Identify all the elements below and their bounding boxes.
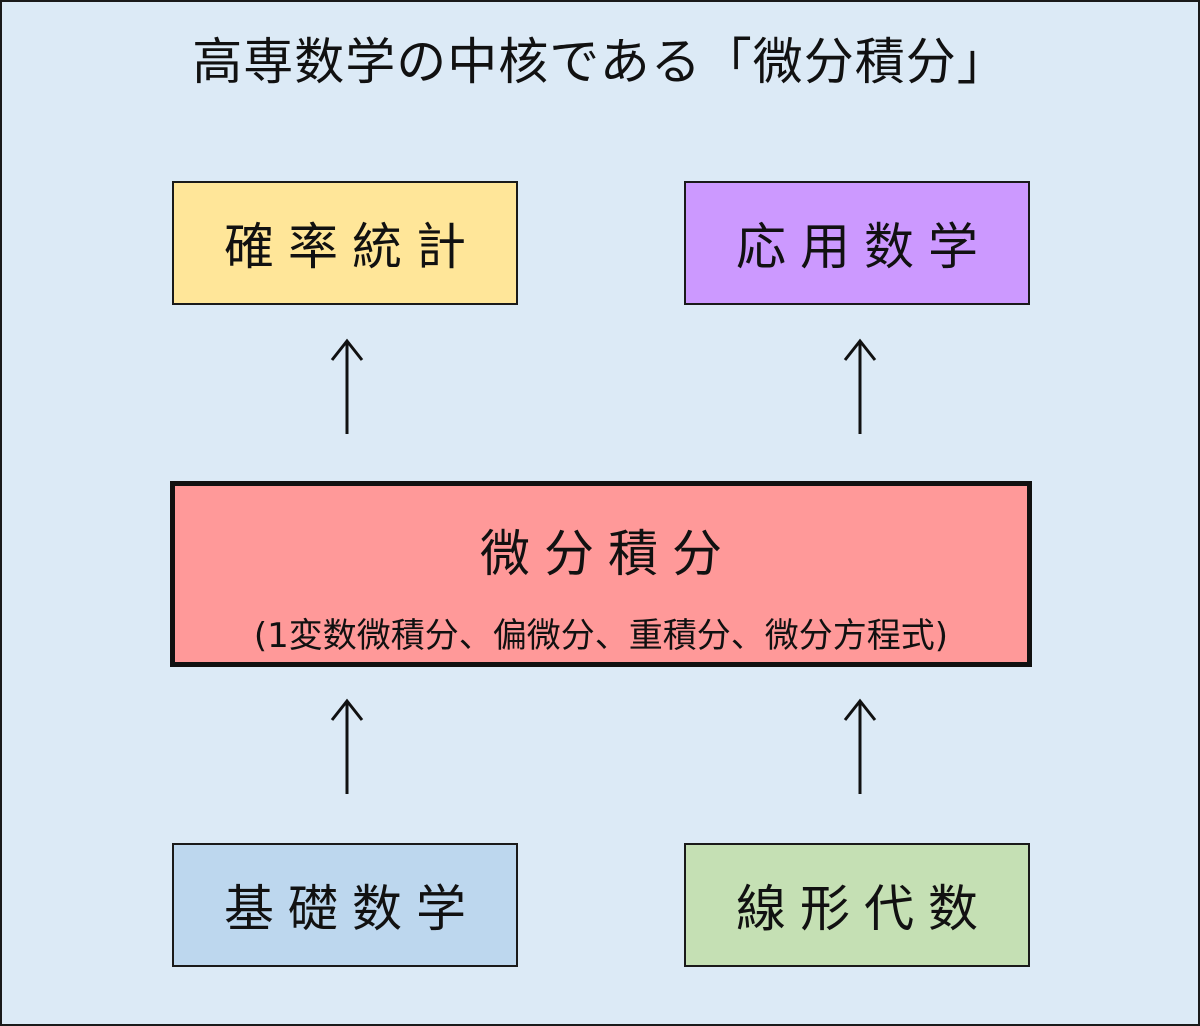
basic-mathematics-label: 基礎数学	[224, 880, 480, 938]
applied-mathematics-label: 応用数学	[736, 218, 992, 276]
arrow-up-from-basic-mathematics	[330, 698, 364, 794]
applied-mathematics-box: 応用数学	[684, 181, 1030, 305]
arrow-up-to-applied-mathematics	[843, 338, 877, 434]
linear-algebra-box: 線形代数	[684, 843, 1030, 967]
calculus-subtitle: (1変数微積分、偏微分、重積分、微分方程式)	[253, 616, 949, 656]
probability-statistics-box: 確率統計	[172, 181, 518, 305]
calculus-title: 微分積分	[480, 525, 736, 583]
arrow-up-from-linear-algebra	[843, 698, 877, 794]
basic-mathematics-box: 基礎数学	[172, 843, 518, 967]
arrow-up-to-probability-statistics	[330, 338, 364, 434]
probability-statistics-label: 確率統計	[224, 218, 480, 276]
calculus-box: 微分積分 (1変数微積分、偏微分、重積分、微分方程式)	[170, 481, 1032, 667]
diagram-title: 高専数学の中核である「微分積分」	[192, 33, 1008, 91]
linear-algebra-label: 線形代数	[736, 880, 992, 938]
